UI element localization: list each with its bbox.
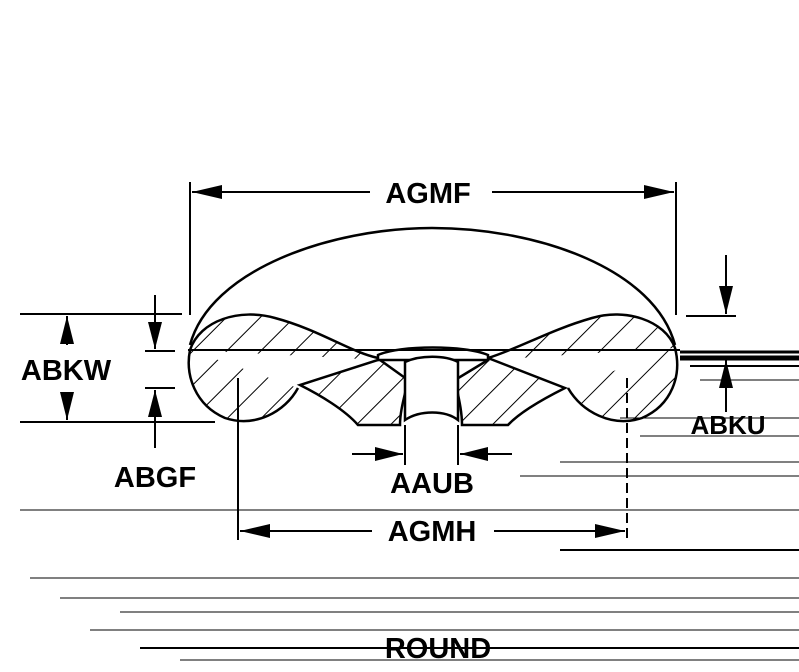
cross-section xyxy=(187,313,680,427)
dome-outline xyxy=(188,226,677,346)
label-hole-diameter: AAUB xyxy=(390,468,474,500)
label-bottom-offset: ABGF xyxy=(114,462,196,494)
section-right-lobe xyxy=(453,313,679,427)
label-body-width: AGMH xyxy=(388,516,477,548)
label-top-offset: ABKU xyxy=(690,410,765,440)
dimension-lines xyxy=(20,182,736,540)
scan-artifacts xyxy=(20,350,799,661)
section-left-lobe xyxy=(187,313,410,427)
label-thickness: ABKW xyxy=(21,355,112,387)
center-hole xyxy=(403,355,460,423)
part-outline xyxy=(188,226,677,346)
label-overall-width: AGMF xyxy=(385,178,470,210)
view-caption: ROUND xyxy=(385,633,491,665)
